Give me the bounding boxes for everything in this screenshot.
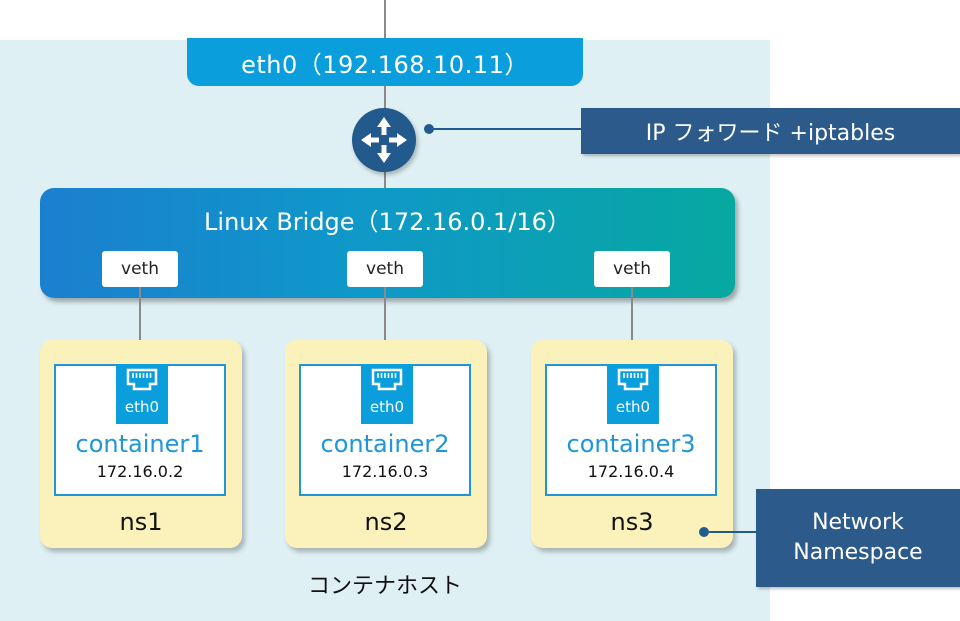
namespace-ns1: eth0 container1 172.16.0.2 ns1 xyxy=(40,340,242,548)
nic-label: eth0 xyxy=(615,398,651,416)
container-name: container1 xyxy=(75,430,205,458)
namespace-ns3: eth0 container3 172.16.0.4 ns3 xyxy=(531,340,733,548)
ethernet-port-icon: eth0 xyxy=(361,364,413,424)
container-name: container2 xyxy=(320,430,450,458)
eth0-router-link xyxy=(384,86,386,110)
namespace-label: ns3 xyxy=(610,508,654,536)
network-namespace-callout: Network Namespace xyxy=(756,489,960,587)
host-eth0-interface: eth0（192.168.10.11） xyxy=(187,38,583,86)
veth-label: veth xyxy=(613,259,651,279)
veth-link-2 xyxy=(384,287,386,367)
ip-forward-pointer-dot xyxy=(424,124,434,134)
container-box: eth0 container2 172.16.0.3 xyxy=(299,364,471,496)
veth-link-3 xyxy=(631,287,633,367)
namespace-label: ns1 xyxy=(119,508,163,536)
network-namespace-pointer-line xyxy=(709,531,757,533)
nic-label: eth0 xyxy=(124,398,160,416)
ethernet-port-icon: eth0 xyxy=(607,364,659,424)
container-ip: 172.16.0.4 xyxy=(587,462,675,481)
network-namespace-line2: Namespace xyxy=(793,540,923,565)
network-namespace-pointer-dot xyxy=(699,527,709,537)
veth-label: veth xyxy=(366,259,404,279)
container-name: container3 xyxy=(566,430,696,458)
linux-bridge: Linux Bridge（172.16.0.1/16） veth veth ve… xyxy=(40,188,735,298)
router-icon xyxy=(352,108,416,172)
container-host-label: コンテナホスト xyxy=(307,574,462,599)
veth-port-1: veth xyxy=(102,251,178,287)
container-ip: 172.16.0.3 xyxy=(341,462,429,481)
network-namespace-line1: Network xyxy=(812,510,904,535)
ethernet-port-icon: eth0 xyxy=(116,364,168,424)
container-box: eth0 container3 172.16.0.4 xyxy=(545,364,717,496)
veth-port-3: veth xyxy=(594,251,670,287)
namespace-label: ns2 xyxy=(364,508,408,536)
veth-link-1 xyxy=(139,287,141,367)
linux-bridge-label: Linux Bridge（172.16.0.1/16） xyxy=(204,208,571,236)
uplink-cable xyxy=(384,0,386,42)
host-eth0-label: eth0（192.168.10.11） xyxy=(241,50,529,79)
container-box: eth0 container1 172.16.0.2 xyxy=(54,364,226,496)
router-bridge-link xyxy=(384,170,386,190)
container-ip: 172.16.0.2 xyxy=(96,462,184,481)
ip-forward-callout: IP フォワード +iptables xyxy=(581,108,960,154)
namespace-ns2: eth0 container2 172.16.0.3 ns2 xyxy=(285,340,487,548)
veth-port-2: veth xyxy=(347,251,423,287)
ip-forward-pointer-line xyxy=(434,128,582,130)
nic-label: eth0 xyxy=(369,398,405,416)
ip-forward-label: IP フォワード +iptables xyxy=(645,121,896,146)
veth-label: veth xyxy=(121,259,159,279)
